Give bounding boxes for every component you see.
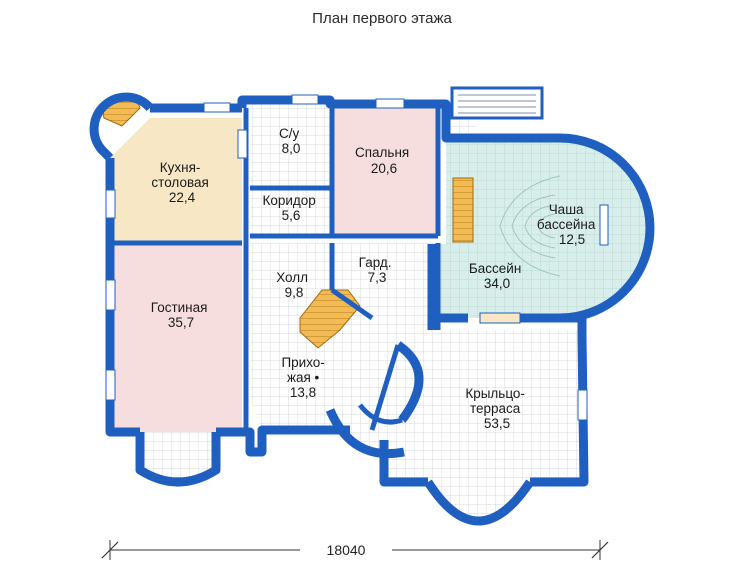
pool-stairs bbox=[452, 177, 474, 243]
room-label-pool: Бассейн 34,0 bbox=[469, 261, 525, 291]
overall-width: 18040 bbox=[327, 542, 366, 558]
bathroom-floor bbox=[250, 104, 332, 188]
window bbox=[375, 98, 405, 109]
window bbox=[105, 279, 116, 311]
pool-bowl bbox=[499, 175, 561, 277]
room-label-hallway: Прихо- жая • 13,8 bbox=[281, 355, 328, 400]
living-bay-floor bbox=[140, 432, 216, 481]
room-label-hall: Холл 9,8 bbox=[276, 270, 312, 300]
window bbox=[291, 94, 319, 105]
room-label-wardrobe: Гард. 7,3 bbox=[359, 255, 396, 285]
room-label-pool-bowl: Чаша бассейна 12,5 bbox=[537, 202, 599, 247]
bedroom-floor bbox=[332, 104, 438, 236]
corridor-floor bbox=[250, 188, 332, 236]
window bbox=[479, 312, 521, 324]
hall-floor bbox=[250, 243, 438, 430]
living-floor bbox=[110, 243, 242, 432]
window bbox=[237, 129, 248, 159]
window bbox=[105, 369, 116, 401]
main-stairs bbox=[299, 289, 361, 349]
window bbox=[203, 102, 231, 113]
plan-title: План первого этажа bbox=[312, 10, 452, 27]
stairs bbox=[102, 86, 544, 349]
room-label-bedroom: Спальня 20,6 bbox=[355, 145, 413, 176]
window bbox=[577, 389, 588, 421]
room-label-bathroom: С/у 8,0 bbox=[279, 126, 303, 156]
room-labels: С/у 8,0 Спальня 20,6 Кухня- столовая 22,… bbox=[151, 126, 599, 431]
room-label-terrace: Крыльцо- терраса 53,5 bbox=[465, 386, 528, 431]
dimension-line: 18040 bbox=[101, 540, 609, 560]
terrace-floor bbox=[384, 330, 580, 482]
walls bbox=[89, 92, 655, 526]
room-label-corridor: Коридор 5,6 bbox=[262, 193, 319, 223]
room-label-kitchen: Кухня- столовая 22,4 bbox=[151, 160, 212, 205]
kitchen-floor bbox=[110, 118, 242, 243]
room-label-living: Гостиная 35,7 bbox=[151, 300, 211, 330]
windows bbox=[105, 94, 609, 421]
window bbox=[599, 204, 609, 246]
window bbox=[105, 189, 116, 219]
